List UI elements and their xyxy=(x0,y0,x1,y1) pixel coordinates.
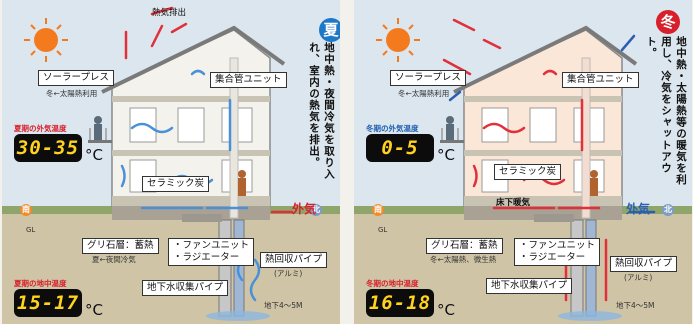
winter-outside-air: 外気 xyxy=(626,202,651,216)
summer-solar-label: ソーラープレス xyxy=(38,70,114,86)
winter-fan-label: ・ファンユニット ・ラジエーター xyxy=(514,238,601,266)
winter-north-icon: 北 xyxy=(662,204,674,216)
winter-collector-label: 集合管ユニット xyxy=(562,72,639,88)
winter-house-illustration xyxy=(354,0,692,324)
summer-description: 地中熱・夜間冷気を取り入れ、室内の熱気を排出。 xyxy=(308,42,335,180)
summer-fan-label: ・ファンユニット ・ラジエーター xyxy=(168,238,255,266)
summer-house-illustration xyxy=(2,0,340,324)
winter-ground-unit: °C xyxy=(437,301,455,319)
winter-floor-label: 床下暖気 xyxy=(496,198,531,208)
summer-gl-label: GL xyxy=(26,226,36,234)
summer-solar-sub: 冬←太陽熱利用 xyxy=(46,89,98,98)
summer-season-badge: 夏 xyxy=(319,18,340,42)
winter-ground-temp: 16-18 xyxy=(366,289,434,317)
summer-ground-temp: 15-17 xyxy=(14,289,82,317)
sun-icon xyxy=(376,18,420,62)
summer-south-icon: 南 xyxy=(20,204,32,216)
winter-panel: 冬 地中熱・太陽熱等の暖気を利用し、冷気をシャットアウト。 ソーラープレス 冬←… xyxy=(354,0,692,324)
winter-outside-temp: 0-5 xyxy=(366,134,434,162)
summer-outside-temp: 30-35 xyxy=(14,134,82,162)
summer-panel: 夏 地中熱・夜間冷気を取り入れ、室内の熱気を排出。 熱気排出 ソーラープレス 冬… xyxy=(2,0,340,324)
winter-gravel-sub: 冬←太陽熱、微生熱 xyxy=(430,255,497,264)
sun-icon xyxy=(24,18,68,62)
summer-heat-pipe-sub: (アルミ) xyxy=(274,269,303,278)
winter-heat-pipe-sub: (アルミ) xyxy=(624,273,653,282)
winter-gl-label: GL xyxy=(378,226,388,234)
exhaust-label: 熱気排出 xyxy=(152,8,187,18)
winter-depth-label: 地下4～5M xyxy=(616,301,655,310)
winter-outside-temp-title: 冬期の外気温度 xyxy=(366,124,419,133)
winter-ceramic-label: セラミック炭 xyxy=(494,164,562,180)
summer-heat-pipe-label: 熱回収パイプ xyxy=(260,252,328,268)
winter-description: 地中熱・太陽熱等の暖気を利用し、冷気をシャットアウト。 xyxy=(645,36,687,186)
winter-outside-unit: °C xyxy=(437,146,455,164)
summer-water-pipe-label: 地下水収集パイプ xyxy=(142,280,229,296)
winter-heat-pipe-label: 熱回収パイプ xyxy=(610,256,678,272)
winter-water-pipe-label: 地下水収集パイプ xyxy=(486,278,573,294)
summer-ceramic-label: セラミック炭 xyxy=(142,176,210,192)
winter-ground-temp-title: 冬期の地中温度 xyxy=(366,279,419,288)
summer-gravel-label: グリ石層：蓄熱 xyxy=(82,238,159,254)
winter-gravel-label: グリ石層：蓄熱 xyxy=(426,238,503,254)
summer-collector-label: 集合管ユニット xyxy=(210,72,287,88)
summer-outside-unit: °C xyxy=(85,146,103,164)
winter-solar-label: ソーラープレス xyxy=(390,70,466,86)
summer-outside-temp-title: 夏期の外気温度 xyxy=(14,124,67,133)
winter-south-icon: 南 xyxy=(372,204,384,216)
summer-outside-air: 外気 xyxy=(292,202,317,216)
summer-gravel-sub: 夏←夜間冷気 xyxy=(92,255,136,264)
winter-season-badge: 冬 xyxy=(656,10,680,34)
summer-north-icon: 北 xyxy=(310,204,322,216)
summer-ground-temp-title: 夏期の地中温度 xyxy=(14,279,67,288)
summer-ground-unit: °C xyxy=(85,301,103,319)
winter-solar-sub: 冬←太陽熱利用 xyxy=(398,89,450,98)
summer-depth-label: 地下4～5M xyxy=(264,301,303,310)
